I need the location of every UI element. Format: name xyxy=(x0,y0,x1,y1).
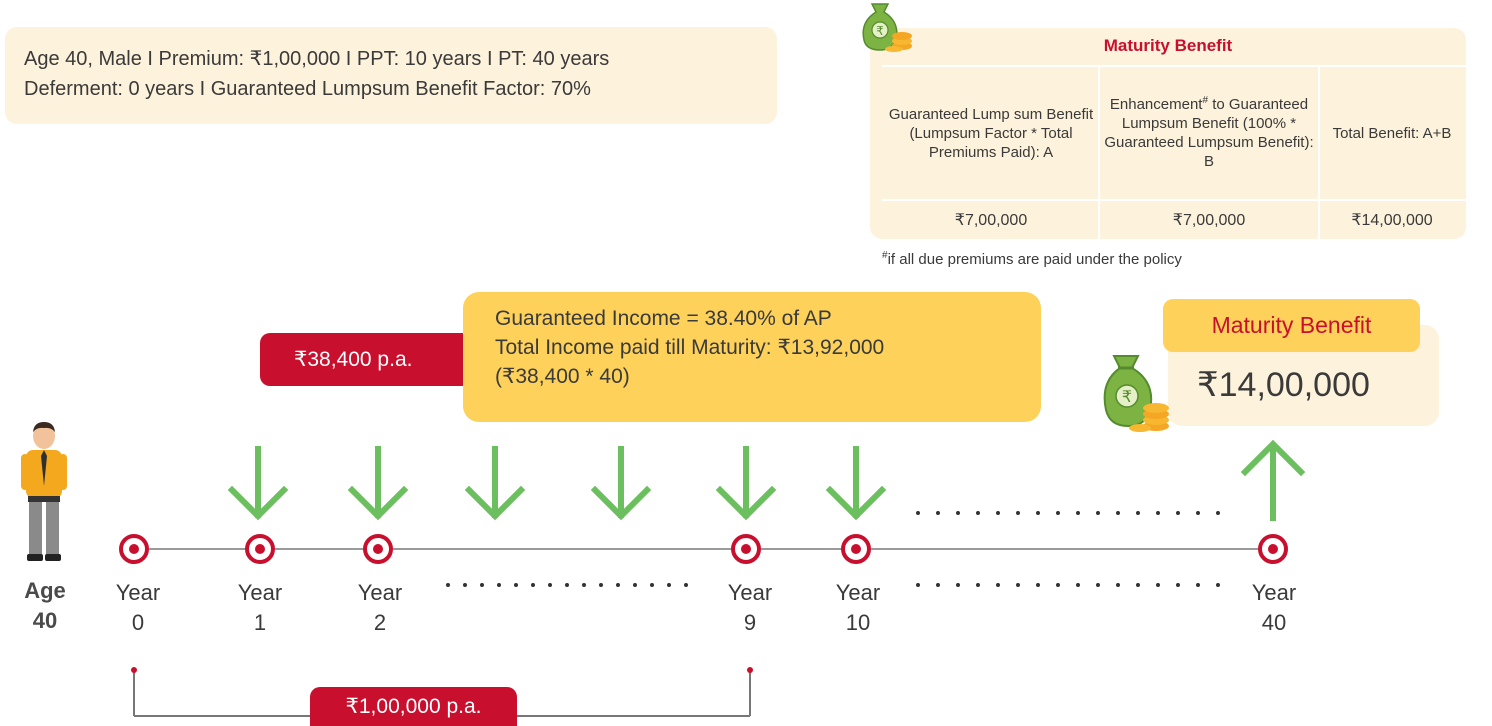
dotted-gap xyxy=(916,511,1220,515)
annual-premium-tag: ₹1,00,000 p.a. xyxy=(310,687,517,726)
timeline-marker-icon xyxy=(363,534,393,564)
year-label-1: Year 1 xyxy=(220,578,300,638)
year-label-40: Year 40 xyxy=(1234,578,1314,638)
down-arrow-icon xyxy=(464,446,526,521)
policy-details-line-2: Deferment: 0 years I Guaranteed Lumpsum … xyxy=(24,78,591,100)
up-arrow-icon xyxy=(1240,439,1306,521)
maturity-benefit-table xyxy=(870,28,1466,239)
age-value: 40 xyxy=(32,608,58,633)
table-value-a: ₹7,00,000 xyxy=(954,211,1028,229)
table-header-a-text: Guaranteed Lump sum Benefit (Lumpsum Fac… xyxy=(888,105,1094,161)
year-label-number: 9 xyxy=(743,610,757,635)
year-label-number: 2 xyxy=(373,610,387,635)
year-label-word: Year xyxy=(1251,580,1297,605)
table-divider xyxy=(1098,65,1100,239)
guaranteed-income-callout: Guaranteed Income = 38.40% of AP Total I… xyxy=(463,292,1041,422)
timeline-marker-icon xyxy=(119,534,149,564)
year-label-2: Year 2 xyxy=(340,578,420,638)
timeline-marker-icon xyxy=(1258,534,1288,564)
year-label-number: 40 xyxy=(1261,610,1287,635)
year-label-9: Year 9 xyxy=(710,578,790,638)
person-icon xyxy=(21,422,67,561)
age-word: Age xyxy=(24,578,66,603)
timeline-marker-icon xyxy=(731,534,761,564)
table-value-c: ₹14,00,000 xyxy=(1351,211,1433,229)
income-line-1: Guaranteed Income = 38.40% of AP xyxy=(495,307,832,330)
down-arrow-icon xyxy=(825,446,887,521)
table-header-a: Guaranteed Lump sum Benefit (Lumpsum Fac… xyxy=(886,67,1096,199)
year-label-10: Year 10 xyxy=(818,578,898,638)
down-arrow-icon xyxy=(347,446,409,521)
money-bag-icon: ₹ xyxy=(1103,355,1169,432)
footnote: #if all due premiums are paid under the … xyxy=(882,250,1182,269)
footnote-marker: # xyxy=(1202,95,1209,106)
down-arrow-icon xyxy=(590,446,652,521)
footnote-marker: # xyxy=(882,250,888,261)
year-label-number: 0 xyxy=(131,610,145,635)
footnote-text: if all due premiums are paid under the p… xyxy=(887,251,1182,268)
down-arrow-icon xyxy=(227,446,289,521)
table-header-c-text: Total Benefit: A+B xyxy=(1332,124,1452,142)
dotted-gap xyxy=(916,583,1220,587)
year-label-word: Year xyxy=(835,580,881,605)
year-label-word: Year xyxy=(115,580,161,605)
maturity-benefit-label: Maturity Benefit xyxy=(1163,299,1420,352)
policy-details-box: Age 40, Male I Premium: ₹1,00,000 I PPT:… xyxy=(5,27,777,124)
table-header-b-pre: Enhancement xyxy=(1109,96,1203,113)
premium-period-bracket xyxy=(131,667,753,717)
svg-text:₹: ₹ xyxy=(876,24,884,38)
money-bag-icon: ₹ xyxy=(862,3,912,52)
table-header-b-post: to Guaranteed Lumpsum Benefit (100% * Gu… xyxy=(1104,96,1314,170)
maturity-benefit-amount: ₹14,00,000 xyxy=(1197,366,1370,404)
timeline-marker-icon xyxy=(245,534,275,564)
year-label-number: 1 xyxy=(253,610,267,635)
year-label-number: 10 xyxy=(845,610,871,635)
year-label-word: Year xyxy=(237,580,283,605)
table-divider xyxy=(882,199,1466,201)
table-value-b: ₹7,00,000 xyxy=(1172,211,1246,229)
income-line-3: (₹38,400 * 40) xyxy=(495,365,630,388)
dotted-gap xyxy=(446,583,688,587)
table-divider xyxy=(882,65,1466,67)
start-age-label: Age 40 xyxy=(10,576,80,636)
income-line-2: Total Income paid till Maturity: ₹13,92,… xyxy=(495,336,885,359)
maturity-table-title: Maturity Benefit xyxy=(1103,36,1233,55)
table-header-b: Enhancement# to Guaranteed Lumpsum Benef… xyxy=(1102,67,1316,199)
down-arrow-icon xyxy=(715,446,777,521)
svg-text:₹: ₹ xyxy=(1122,387,1132,406)
year-label-word: Year xyxy=(727,580,773,605)
timeline-marker-icon xyxy=(841,534,871,564)
annual-income-tag: ₹38,400 p.a. xyxy=(260,333,480,386)
table-header-b-text: Enhancement# to Guaranteed Lumpsum Benef… xyxy=(1102,95,1316,171)
table-header-c: Total Benefit: A+B xyxy=(1322,67,1462,199)
policy-details-line-1: Age 40, Male I Premium: ₹1,00,000 I PPT:… xyxy=(24,48,610,70)
year-label-0: Year 0 xyxy=(98,578,178,638)
table-divider xyxy=(1318,65,1320,239)
year-label-word: Year xyxy=(357,580,403,605)
